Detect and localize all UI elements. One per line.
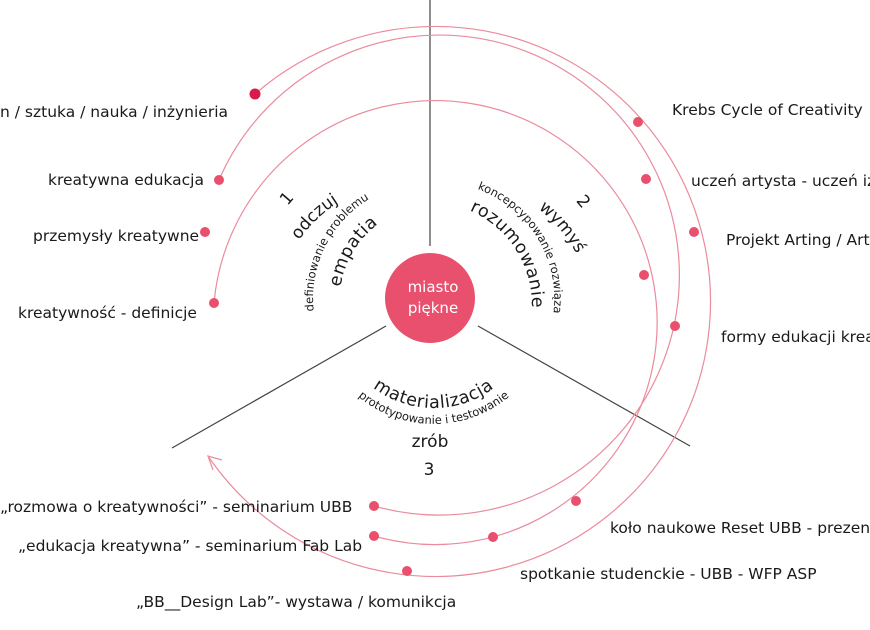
section-2-number: 2: [572, 191, 594, 212]
section-empatia: 1 odczuj definiowanie problemu empatia: [276, 188, 381, 312]
dot-left-0: [249, 88, 261, 100]
center-circle: [385, 253, 475, 343]
label-right-3: formy edukacji krea: [721, 328, 870, 346]
bottom-labels: „rozmowa o kreatywności” - seminarium UB…: [0, 498, 870, 612]
label-bottom-4: spotkanie studenckie - UBB - WFP ASP: [520, 565, 817, 583]
section-2-title: rozumowanie: [467, 197, 547, 308]
node-dots: [200, 88, 699, 576]
divider-lines: [171, 0, 691, 449]
section-3-verb: zrób: [412, 432, 449, 452]
label-bottom-1: „edukacja kreatywna” - seminarium Fab La…: [18, 537, 362, 555]
label-left-2: przemysły kreatywne: [33, 227, 199, 245]
center-line-2: piękne: [408, 299, 458, 317]
label-left-3: kreatywność - definicje: [18, 304, 197, 322]
dot-right-4: [670, 321, 680, 331]
dot-bottom-4: [488, 532, 498, 542]
section-1-number: 1: [276, 188, 298, 209]
dot-right-1: [641, 174, 651, 184]
dot-bottom-3: [571, 496, 581, 506]
dot-right-2: [689, 227, 699, 237]
label-right-0: Krebs Cycle of Creativity: [672, 101, 863, 119]
arc-large: [207, 25, 712, 578]
label-left-0: n / sztuka / nauka / inżynieria: [0, 103, 228, 121]
left-labels: n / sztuka / nauka / inżynieria kreatywn…: [0, 103, 228, 322]
dot-left-3: [209, 298, 219, 308]
section-materializacja: materializacja prototypowanie i testowan…: [356, 375, 511, 480]
label-bottom-2: „BB__Design Lab”- wystawa / komunikcja: [136, 593, 456, 612]
dot-right-0: [633, 117, 643, 127]
label-right-1: uczeń artysta - uczeń iż: [691, 172, 870, 190]
dot-left-2: [200, 227, 210, 237]
arc-outer: [218, 34, 680, 516]
label-left-1: kreatywna edukacja: [48, 171, 204, 189]
section-rozumowanie: 2 wymyśl koncepcypowanie rozwiązań rozum…: [0, 0, 594, 314]
divider-bottom-left: [171, 325, 387, 449]
right-labels: Krebs Cycle of Creativity uczeń artysta …: [672, 101, 870, 346]
divider-bottom-right: [477, 325, 691, 447]
center-node: miasto piękne: [385, 253, 475, 343]
center-line-1: miasto: [408, 278, 459, 296]
dot-bottom-2: [402, 566, 412, 576]
dot-left-1: [214, 175, 224, 185]
cycle-arcs: [207, 25, 712, 578]
dot-bottom-1: [369, 531, 379, 541]
section-2-subtitle: koncepcypowanie rozwiązań: [0, 0, 565, 314]
label-right-2: Projekt Arting / Art: [726, 231, 870, 249]
arc-inner: [213, 100, 658, 546]
label-bottom-0: „rozmowa o kreatywności” - seminarium UB…: [0, 498, 352, 516]
section-3-number: 3: [424, 460, 435, 480]
label-bottom-3: koło naukowe Reset UBB - prezen: [610, 519, 870, 537]
dot-bottom-0: [369, 501, 379, 511]
arrow-icon: [207, 455, 223, 471]
dot-right-3: [639, 270, 649, 280]
